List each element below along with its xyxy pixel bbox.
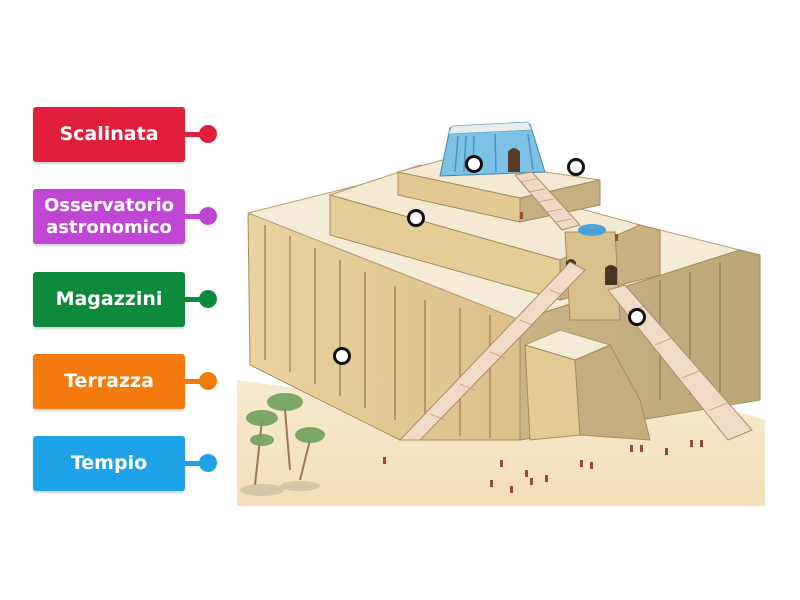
label-tempio[interactable]: Tempio: [33, 436, 185, 491]
label-text: Terrazza: [64, 370, 154, 393]
label-text: Osservatorio astronomico: [44, 195, 174, 238]
label-text: Scalinata: [59, 123, 159, 146]
connector-line: [185, 379, 203, 384]
connector-line: [185, 214, 203, 219]
connector-line: [185, 297, 203, 302]
drop-target-hotspot[interactable]: [628, 308, 646, 326]
label-text: Magazzini: [55, 288, 163, 311]
connector-dot[interactable]: [199, 207, 217, 225]
drop-target-hotspot[interactable]: [407, 209, 425, 227]
label-osservatorio-astronomico[interactable]: Osservatorio astronomico: [33, 189, 185, 244]
label-line-2: astronomico: [46, 216, 172, 238]
drop-target-hotspot[interactable]: [333, 347, 351, 365]
label-line-1: Osservatorio: [43, 194, 175, 216]
connector-dot[interactable]: [199, 454, 217, 472]
connector-line: [185, 132, 203, 137]
label-scalinata[interactable]: Scalinata: [33, 107, 185, 162]
ziggurat-image: [237, 121, 765, 506]
label-terrazza[interactable]: Terrazza: [33, 354, 185, 409]
connector-dot[interactable]: [199, 125, 217, 143]
connector-dot[interactable]: [199, 372, 217, 390]
connector-line: [185, 461, 203, 466]
connector-dot[interactable]: [199, 290, 217, 308]
label-text: Tempio: [70, 452, 148, 475]
label-magazzini[interactable]: Magazzini: [33, 272, 185, 327]
drop-target-hotspot[interactable]: [567, 158, 585, 176]
drop-target-hotspot[interactable]: [465, 155, 483, 173]
